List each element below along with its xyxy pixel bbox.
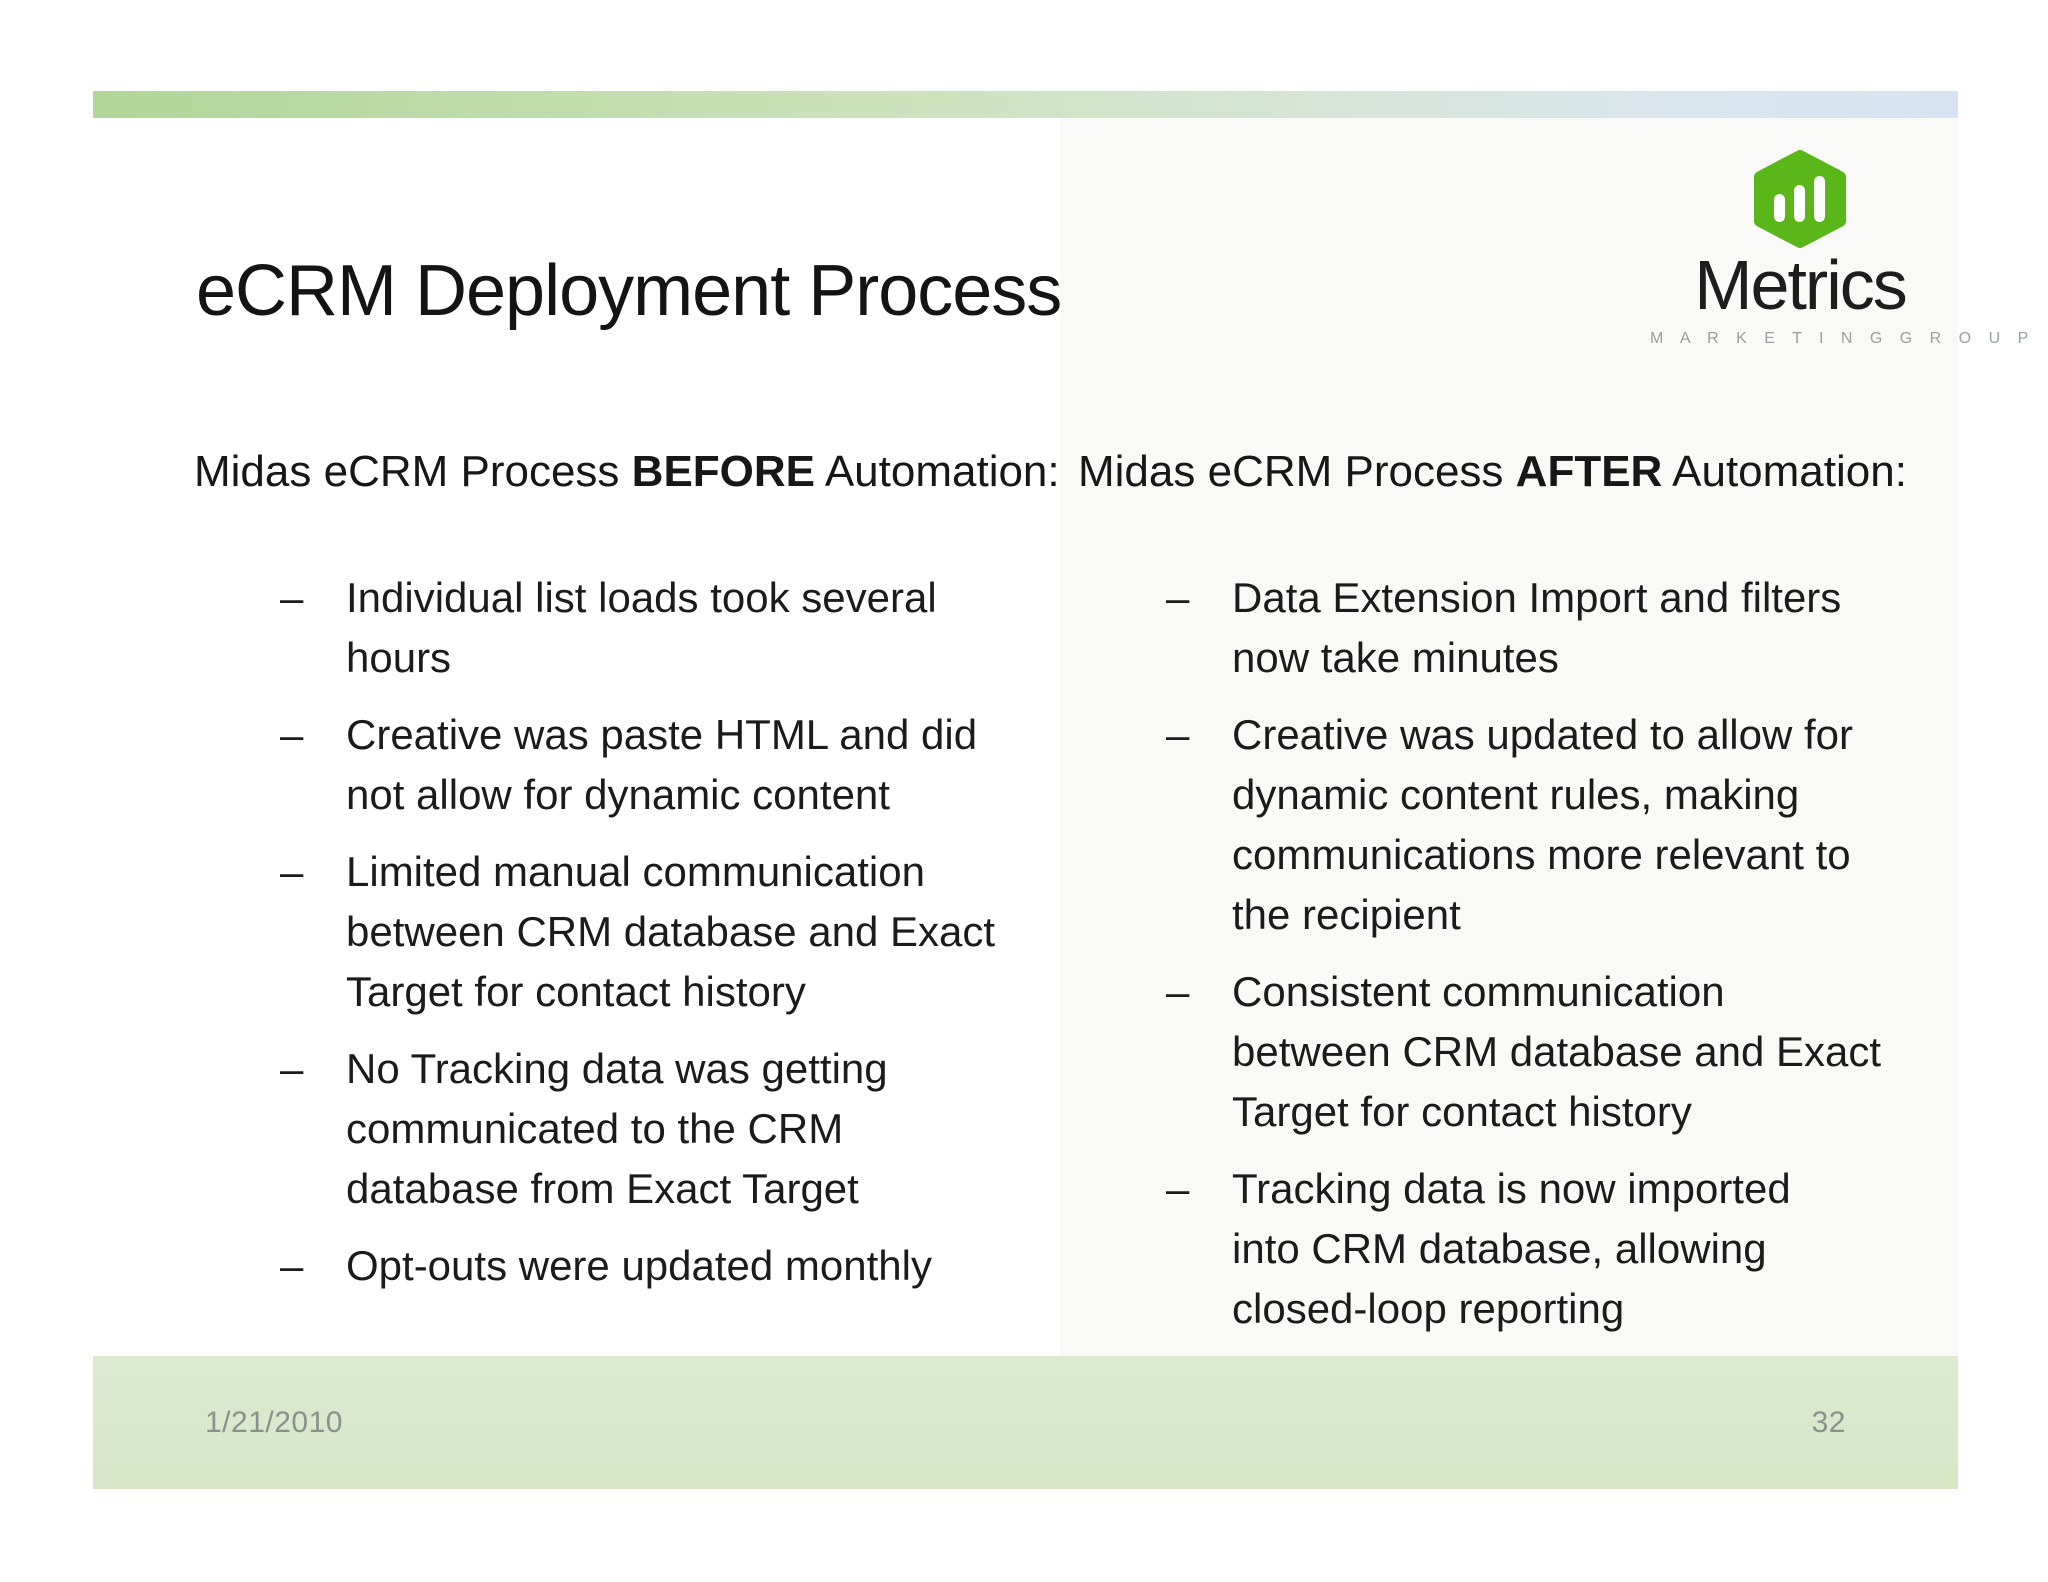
bullet-text: Data Extension Import and filters now ta… bbox=[1232, 574, 1842, 681]
heading-suffix: Automation: bbox=[1662, 447, 1907, 496]
bullet-text: Consistent communication between CRM dat… bbox=[1232, 968, 1882, 1135]
list-item: – Consistent communication between CRM d… bbox=[1166, 962, 1956, 1142]
bullet-text: Limited manual communication between CRM… bbox=[346, 848, 996, 1015]
logo-tagline-text: M A R K E T I N G G R O U P bbox=[1650, 330, 2035, 347]
dash-bullet-marker: – bbox=[280, 1045, 304, 1092]
heading-suffix: Automation: bbox=[815, 447, 1060, 496]
after-column-heading: Midas eCRM Process AFTER Automation: bbox=[1078, 446, 1907, 499]
footer-date: 1/21/2010 bbox=[205, 1405, 343, 1439]
bullet-text: Creative was updated to allow for dynami… bbox=[1232, 711, 1853, 938]
list-item: – Limited manual communication between C… bbox=[280, 842, 1050, 1022]
page-title: eCRM Deployment Process bbox=[196, 251, 1062, 331]
dash-bullet-marker: – bbox=[280, 574, 304, 621]
dash-bullet-marker: – bbox=[1166, 968, 1190, 1015]
after-bullet-list: – Data Extension Import and filters now … bbox=[1166, 568, 1956, 1433]
logo-brand-text: Metrics bbox=[1694, 246, 1908, 324]
footer-bar: 1/21/2010 32 bbox=[93, 1356, 1958, 1489]
heading-emphasis: BEFORE bbox=[631, 447, 816, 496]
list-item: – Data Extension Import and filters now … bbox=[1166, 568, 1956, 688]
bar-chart-hexagon-icon bbox=[1754, 150, 1846, 248]
heading-emphasis: AFTER bbox=[1515, 447, 1663, 496]
metrics-logo: Metrics M A R K E T I N G G R O U P bbox=[1650, 150, 2035, 348]
dash-bullet-marker: – bbox=[1166, 1165, 1190, 1212]
right-column-panel bbox=[1060, 118, 1958, 1356]
list-item: – No Tracking data was getting communica… bbox=[280, 1039, 1050, 1219]
dash-bullet-marker: – bbox=[280, 848, 304, 895]
bullet-text: Individual list loads took several hours bbox=[346, 574, 937, 681]
bullet-text: Creative was paste HTML and did not allo… bbox=[346, 711, 978, 818]
top-gradient-bar bbox=[93, 91, 1958, 118]
list-item: – Tracking data is now imported into CRM… bbox=[1166, 1159, 1956, 1339]
list-item: – Individual list loads took several hou… bbox=[280, 568, 1050, 688]
before-bullet-list: – Individual list loads took several hou… bbox=[280, 568, 1050, 1313]
list-item: – Creative was paste HTML and did not al… bbox=[280, 705, 1050, 825]
page-number: 32 bbox=[1811, 1405, 1846, 1439]
before-column-heading: Midas eCRM Process BEFORE Automation: bbox=[194, 446, 1060, 499]
bullet-text: Tracking data is now imported into CRM d… bbox=[1232, 1165, 1791, 1332]
dash-bullet-marker: – bbox=[280, 711, 304, 758]
list-item: – Opt-outs were updated monthly bbox=[280, 1236, 1050, 1296]
dash-bullet-marker: – bbox=[1166, 574, 1190, 621]
bullet-text: No Tracking data was getting communicate… bbox=[346, 1045, 888, 1212]
list-item: – Creative was updated to allow for dyna… bbox=[1166, 705, 1956, 945]
bullet-text: Opt-outs were updated monthly bbox=[346, 1242, 932, 1289]
dash-bullet-marker: – bbox=[280, 1242, 304, 1289]
heading-prefix: Midas eCRM Process bbox=[1078, 447, 1516, 496]
dash-bullet-marker: – bbox=[1166, 711, 1190, 758]
heading-prefix: Midas eCRM Process bbox=[194, 447, 632, 496]
